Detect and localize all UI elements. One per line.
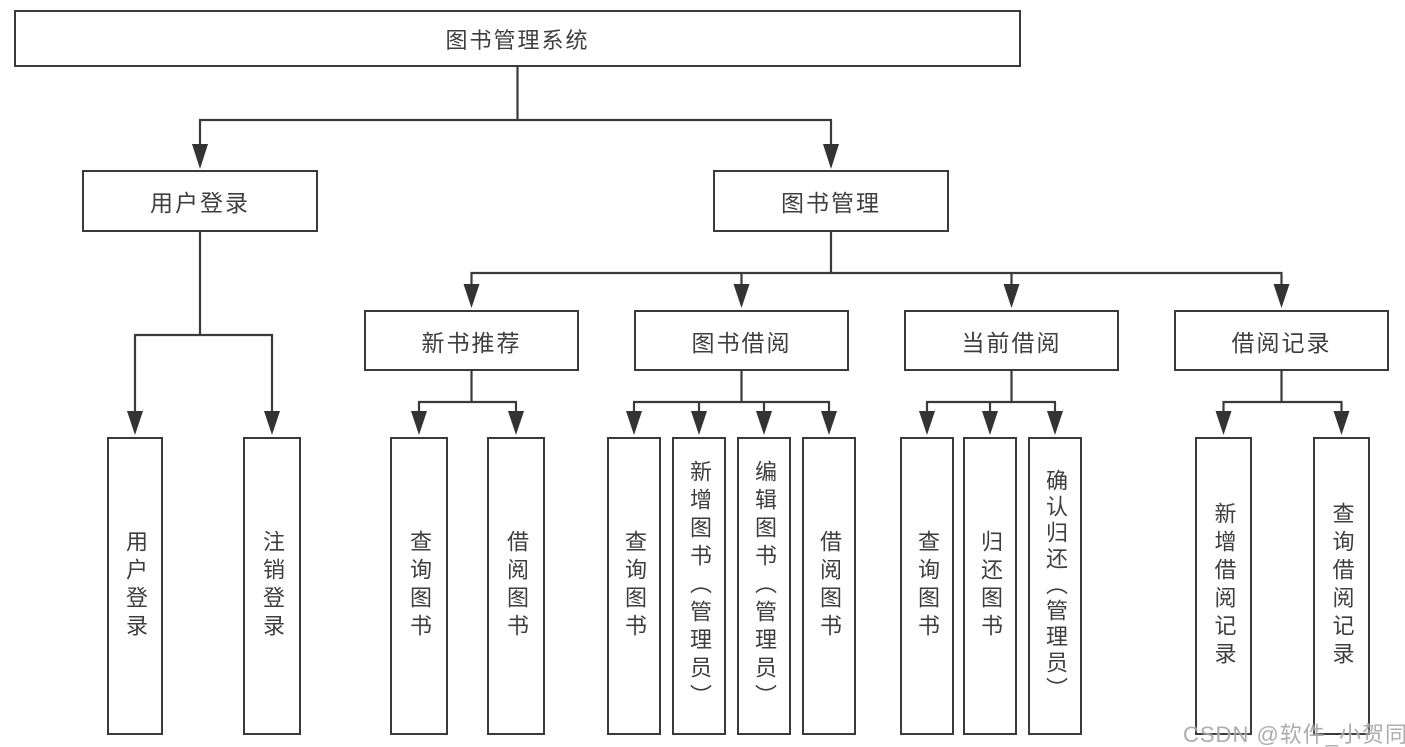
leaf-edit-book-admin-label: 编辑图书（管理员） (752, 460, 777, 712)
leaf-query-books-borrow-label: 查询图书 (622, 530, 647, 642)
leaf-add-borrow-record-label: 新增借阅记录 (1211, 502, 1237, 670)
leaf-query-borrow-record: 查询借阅记录 (1313, 437, 1370, 735)
leaf-add-book-admin: 新增图书（管理员） (672, 437, 726, 735)
leaf-add-book-admin-label: 新增图书（管理员） (687, 460, 712, 712)
leaf-query-books-recommend-label: 查询图书 (407, 530, 432, 642)
leaf-query-books-current-label: 查询图书 (915, 530, 940, 642)
leaf-edit-book-admin: 编辑图书（管理员） (737, 437, 791, 735)
leaf-borrow-books-recommend: 借阅图书 (487, 437, 545, 735)
leaf-logout: 注销登录 (243, 437, 301, 735)
leaf-borrow-books-label: 借阅图书 (817, 530, 842, 642)
watermark-text: CSDN @软件_小贺同学 (1183, 722, 1405, 747)
leaf-query-books-recommend: 查询图书 (390, 437, 448, 735)
node-library-management-system: 图书管理系统 (14, 10, 1021, 67)
node-book-management: 图书管理 (713, 170, 949, 232)
leaf-add-borrow-record: 新增借阅记录 (1195, 437, 1252, 735)
leaf-return-book: 归还图书 (963, 437, 1017, 735)
leaf-query-books-current: 查询图书 (900, 437, 954, 735)
leaf-confirm-return-admin: 确认归还（管理员） (1028, 437, 1082, 735)
leaf-borrow-books-recommend-label: 借阅图书 (504, 530, 529, 642)
leaf-user-login-label: 用户登录 (123, 530, 148, 642)
node-book-borrow: 图书借阅 (634, 310, 849, 371)
leaf-confirm-return-admin-label: 确认归还（管理员） (1043, 469, 1068, 703)
node-new-book-recommend: 新书推荐 (364, 310, 579, 371)
leaf-query-borrow-record-label: 查询借阅记录 (1329, 502, 1355, 670)
leaf-return-book-label: 归还图书 (978, 530, 1003, 642)
leaf-logout-label: 注销登录 (260, 530, 285, 642)
node-borrow-records: 借阅记录 (1174, 310, 1389, 371)
leaf-user-login: 用户登录 (107, 437, 163, 735)
node-user-login: 用户登录 (82, 170, 318, 232)
leaf-borrow-books: 借阅图书 (802, 437, 856, 735)
leaf-query-books-borrow: 查询图书 (607, 437, 661, 735)
node-current-borrow: 当前借阅 (904, 310, 1119, 371)
